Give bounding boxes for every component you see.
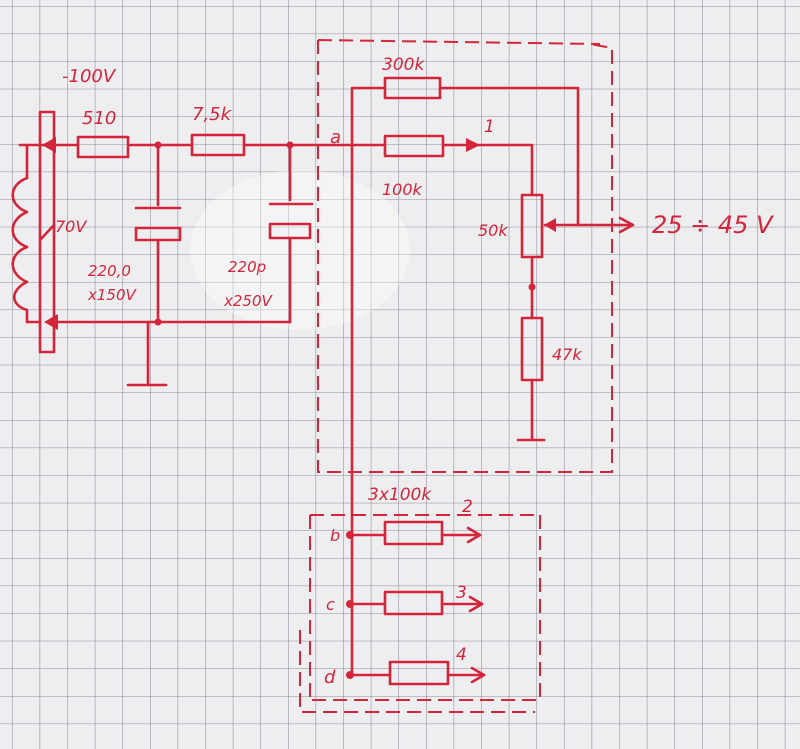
output-1-arrow <box>466 138 480 152</box>
capacitor-left <box>134 141 182 324</box>
resistor-branch-2 <box>383 520 444 546</box>
node-d-dot <box>346 671 354 679</box>
resistor-510 <box>76 135 130 159</box>
wire-300k-to-output <box>438 86 580 227</box>
output-2-label: 2 <box>462 497 473 517</box>
capacitor-right <box>268 141 314 324</box>
cap-left-rating: x150V <box>87 286 138 304</box>
paper-glare <box>190 170 410 330</box>
cap-left-value: 220,0 <box>88 262 131 280</box>
output-1-label: 1 <box>484 117 495 137</box>
lower-enclosure <box>309 514 541 701</box>
output-terminal-arrow <box>618 216 635 234</box>
ground-symbol <box>126 320 168 387</box>
resistor-3x100k-label: 3x100k <box>368 485 432 505</box>
output-3-label: 3 <box>456 583 467 603</box>
node-c-label: c <box>326 595 335 614</box>
node-d-label: d <box>324 667 336 688</box>
resistor-7k5-label: 7,5k <box>192 104 233 125</box>
resistor-branch-3 <box>383 590 444 616</box>
transformer <box>11 143 46 324</box>
node-c-dot <box>346 600 354 608</box>
resistor-510-label: 510 <box>82 108 116 129</box>
47k-ground <box>516 378 546 442</box>
resistor-300k-label: 300k <box>382 55 425 75</box>
resistor-100k-label: 100k <box>382 180 423 199</box>
output-2-arrow <box>466 526 482 544</box>
rectifier-strip <box>38 110 58 354</box>
resistor-branch-4 <box>388 660 450 686</box>
cap-right-value: 220p <box>228 258 266 276</box>
vertical-bus <box>350 86 387 677</box>
node-b-dot <box>346 531 354 539</box>
output-4-arrow <box>470 666 486 684</box>
transformer-voltage-label: 70V <box>55 217 87 236</box>
wiper-arrow <box>544 218 556 232</box>
resistor-7k5 <box>190 133 246 157</box>
pot-bottom-node <box>528 283 536 291</box>
supply-voltage-label: -100V <box>62 66 117 87</box>
resistor-47k-label: 47k <box>552 345 582 364</box>
node-b-label: b <box>330 526 340 545</box>
lower-enclosure-inner <box>299 630 535 713</box>
output-3-arrow <box>468 595 484 613</box>
cap-right-rating: x250V <box>223 292 274 310</box>
pot-50k-label: 50k <box>478 221 508 240</box>
output-range-label: 25 ÷ 45 V <box>652 211 774 239</box>
node-a-label: a <box>330 127 341 148</box>
output-4-label: 4 <box>456 645 467 665</box>
upper-enclosure <box>317 39 613 473</box>
bottom-node <box>154 318 162 326</box>
